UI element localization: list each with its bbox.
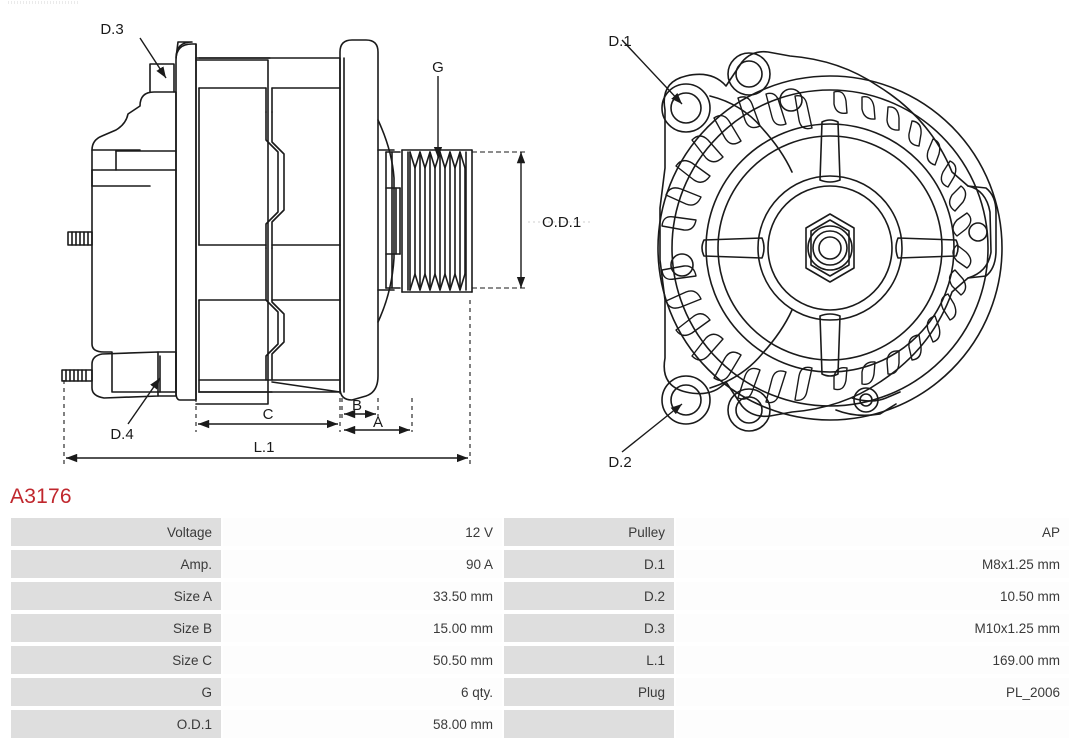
spec-label-cell: D.3: [503, 613, 675, 643]
spec-value-cell: 10.50 mm: [675, 581, 1070, 611]
spec-value-cell: AP: [675, 517, 1070, 547]
spec-value-cell: M8x1.25 mm: [675, 549, 1070, 579]
part-number-title: A3176: [10, 485, 72, 508]
label-d3: D.3: [100, 21, 123, 38]
spec-label-cell: Pulley: [503, 517, 675, 547]
spec-value-cell: M10x1.25 mm: [675, 613, 1070, 643]
spec-label-cell: Size B: [10, 613, 222, 643]
spec-value-cell: 12 V: [222, 517, 503, 547]
spec-value-cell: 33.50 mm: [222, 581, 503, 611]
spec-label-cell: [503, 709, 675, 739]
label-d4: D.4: [110, 426, 133, 443]
spec-label-cell: Size A: [10, 581, 222, 611]
spec-label-cell: Amp.: [10, 549, 222, 579]
spec-label-cell: Voltage: [10, 517, 222, 547]
label-c: C: [263, 406, 274, 423]
label-d1: D.1: [608, 33, 631, 50]
spec-label-cell: G: [10, 677, 222, 707]
label-d2: D.2: [608, 454, 631, 471]
spec-label-cell: O.D.1: [10, 709, 222, 739]
spec-value-cell: 58.00 mm: [222, 709, 503, 739]
spec-label-cell: Size C: [10, 645, 222, 675]
spec-value-cell: 50.50 mm: [222, 645, 503, 675]
label-od1: O.D.1: [542, 214, 581, 231]
spec-label-cell: Plug: [503, 677, 675, 707]
technical-drawing: D.3 D.4 G O.D.1 C B A L.1: [61, 21, 1003, 471]
label-l1: L.1: [254, 439, 275, 456]
label-a: A: [373, 414, 383, 431]
spec-value-cell: 169.00 mm: [675, 645, 1070, 675]
spec-value-cell: 6 qty.: [222, 677, 503, 707]
label-g: G: [432, 59, 444, 76]
label-b: B: [352, 397, 362, 414]
spec-value-cell: PL_2006: [675, 677, 1070, 707]
spec-value-cell: 15.00 mm: [222, 613, 503, 643]
spec-value-cell: 90 A: [222, 549, 503, 579]
spec-value-cell: [675, 709, 1070, 739]
spec-label-cell: D.1: [503, 549, 675, 579]
top-edge-artifact: [8, 1, 80, 4]
spec-label-cell: D.2: [503, 581, 675, 611]
spec-label-cell: L.1: [503, 645, 675, 675]
